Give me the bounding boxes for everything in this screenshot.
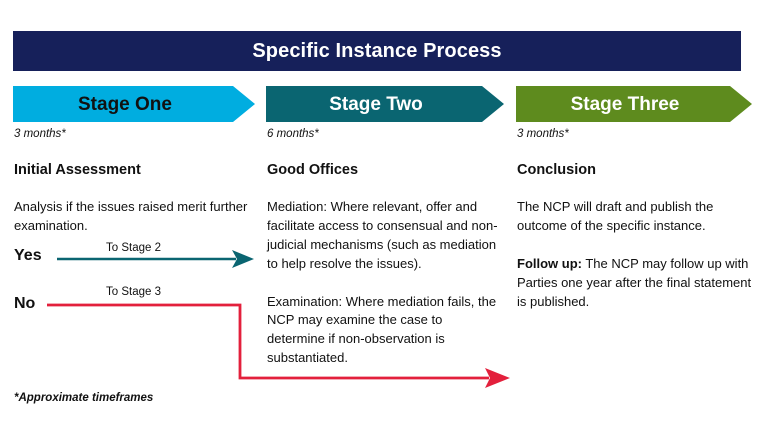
stage-banner-label-stage-three: Stage Three — [570, 93, 680, 115]
flow-arrow-yes-head — [232, 250, 254, 268]
stage-timeframe-stage-two: 6 months* — [267, 128, 319, 140]
flow-label-to-stage-2: To Stage 2 — [106, 242, 161, 254]
page-title: Specific Instance Process — [252, 40, 502, 62]
stage-banner-stage-two: Stage Two — [266, 86, 504, 122]
stage-timeframe-stage-one: 3 months* — [14, 128, 66, 140]
stage-heading-stage-one: Initial Assessment — [14, 161, 141, 178]
stage-followup-label: Follow up: — [517, 255, 582, 271]
flow-arrow-no-head — [485, 368, 510, 388]
stage-column-stage-two: 6 months* Good Offices Mediation: Where … — [267, 128, 503, 368]
stage-heading-stage-two: Good Offices — [267, 161, 359, 178]
stage-followup-stage-three: Follow up: The NCP may follow up with Pa… — [517, 255, 753, 312]
stage-banner-stage-three: Stage Three — [516, 86, 752, 122]
stage-body-stage-one: Analysis if the issues raised merit furt… — [14, 199, 248, 234]
decision-label-yes: Yes — [14, 247, 42, 264]
stage-banner-stage-one: Stage One — [13, 86, 255, 122]
stage-followup-text: The NCP may follow up with Parties one y… — [517, 255, 752, 309]
stage-heading-stage-three: Conclusion — [517, 161, 596, 178]
stage-body-examination: Examination: Where mediation fails, the … — [267, 293, 497, 366]
page-title-bar: Specific Instance Process — [13, 31, 741, 71]
stage-banner-label-stage-two: Stage Two — [329, 93, 423, 115]
flow-label-to-stage-3: To Stage 3 — [106, 286, 161, 298]
stage-body-mediation: Mediation: Where relevant, offer and fac… — [267, 199, 498, 271]
stage-body-stage-three: The NCP will draft and publish the outco… — [517, 199, 714, 234]
stage-column-stage-three: 3 months* Conclusion The NCP will draft … — [517, 128, 753, 311]
stage-column-stage-one: 3 months* Initial Assessment Analysis if… — [14, 128, 250, 236]
footnote-approximate-timeframes: *Approximate timeframes — [14, 392, 154, 404]
decision-label-no: No — [14, 295, 36, 312]
stage-banner-label-stage-one: Stage One — [78, 93, 172, 115]
stage-timeframe-stage-three: 3 months* — [517, 128, 569, 140]
